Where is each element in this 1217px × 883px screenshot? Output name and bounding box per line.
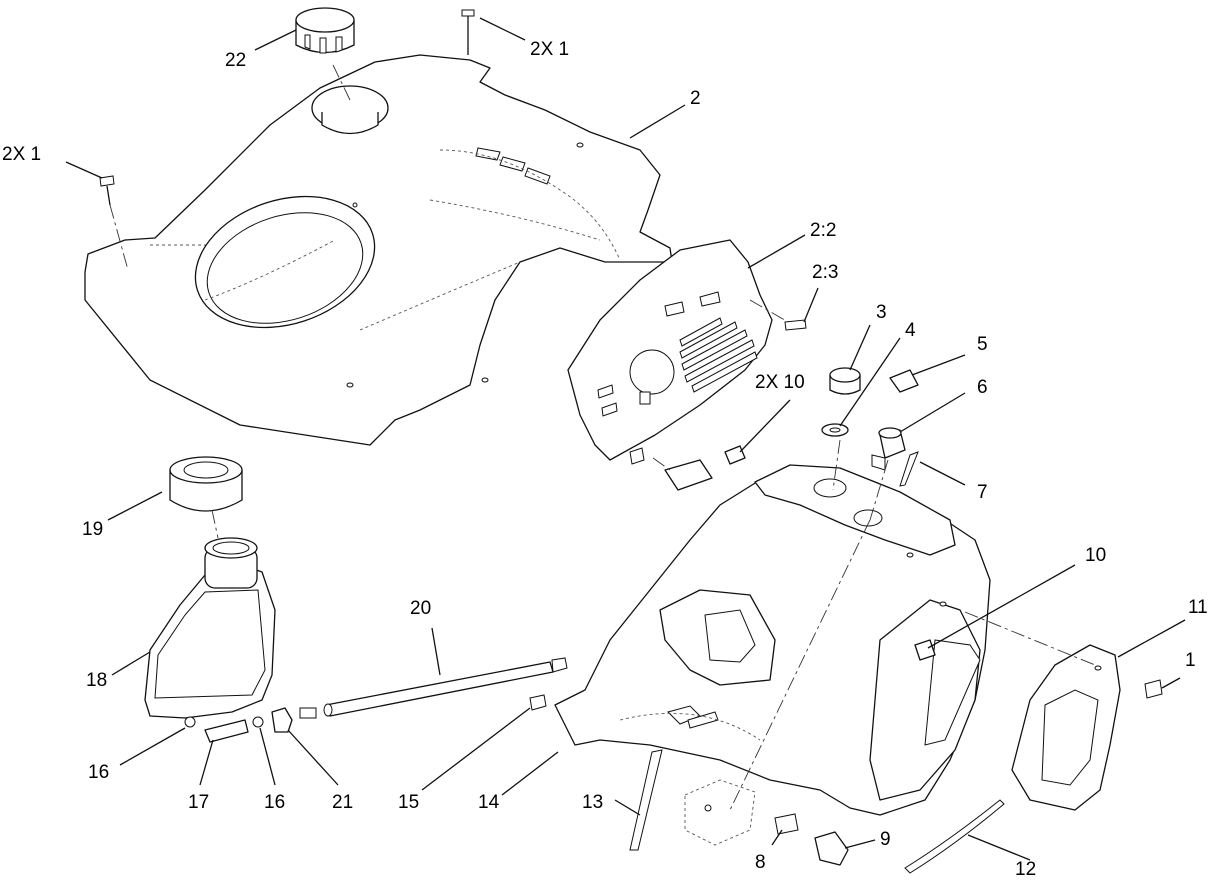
callout-14: 14 — [478, 792, 500, 813]
fuel-tank-part-18 — [144, 537, 276, 719]
callout-9: 9 — [880, 829, 891, 850]
hose-part-17 — [204, 719, 249, 743]
callout-10: 10 — [1085, 545, 1106, 566]
hardware — [99, 9, 1163, 874]
callout-6: 6 — [977, 377, 988, 398]
callout-2-3: 2:3 — [812, 262, 838, 283]
clamp-part-16-left — [184, 716, 196, 728]
callout-18: 18 — [86, 670, 107, 691]
belt-cover-part-2-2 — [567, 239, 773, 461]
callout-7: 7 — [977, 482, 988, 503]
callout-22: 22 — [225, 50, 246, 71]
callout-labels: 2X 1 22 2 2X 1 2:2 2:3 3 4 5 6 7 2X 10 1… — [2, 39, 1208, 880]
fuel-fittings — [184, 707, 317, 743]
seal-part-19 — [169, 456, 243, 512]
side-cover-part-11 — [1011, 644, 1121, 811]
callout-1-right: 1 — [1185, 650, 1196, 671]
callout-2-2: 2:2 — [810, 220, 836, 241]
callout-2x-10: 2X 10 — [755, 372, 805, 393]
leader-lines — [65, 17, 1186, 861]
callout-16-mid: 16 — [264, 792, 285, 813]
callout-17: 17 — [188, 792, 209, 813]
callout-2: 2 — [690, 88, 701, 109]
fuel-cap-part-22 — [295, 7, 355, 54]
callout-2x-1-left: 2X 1 — [2, 144, 41, 165]
callout-20: 20 — [410, 598, 431, 619]
callout-12: 12 — [1015, 859, 1036, 880]
callout-5: 5 — [977, 334, 988, 355]
lower-shroud-part-14 — [554, 464, 991, 846]
upper-shroud-part-2 — [84, 54, 673, 446]
callout-19: 19 — [82, 519, 103, 540]
callout-8: 8 — [755, 852, 766, 873]
callout-11: 11 — [1188, 597, 1208, 618]
callout-21: 21 — [332, 792, 353, 813]
fuel-line-part-20 — [323, 657, 568, 717]
callout-16-left: 16 — [88, 762, 109, 783]
callout-15: 15 — [398, 792, 419, 813]
valve-part-21 — [271, 707, 293, 733]
clamp-part-16-mid — [252, 716, 264, 728]
callout-13: 13 — [582, 792, 603, 813]
callout-3: 3 — [876, 302, 887, 323]
assembly-center-lines — [109, 64, 1096, 811]
callout-2x-1-top: 2X 1 — [530, 39, 569, 60]
callout-4: 4 — [905, 320, 916, 341]
belt-cover-louvers — [679, 317, 758, 393]
